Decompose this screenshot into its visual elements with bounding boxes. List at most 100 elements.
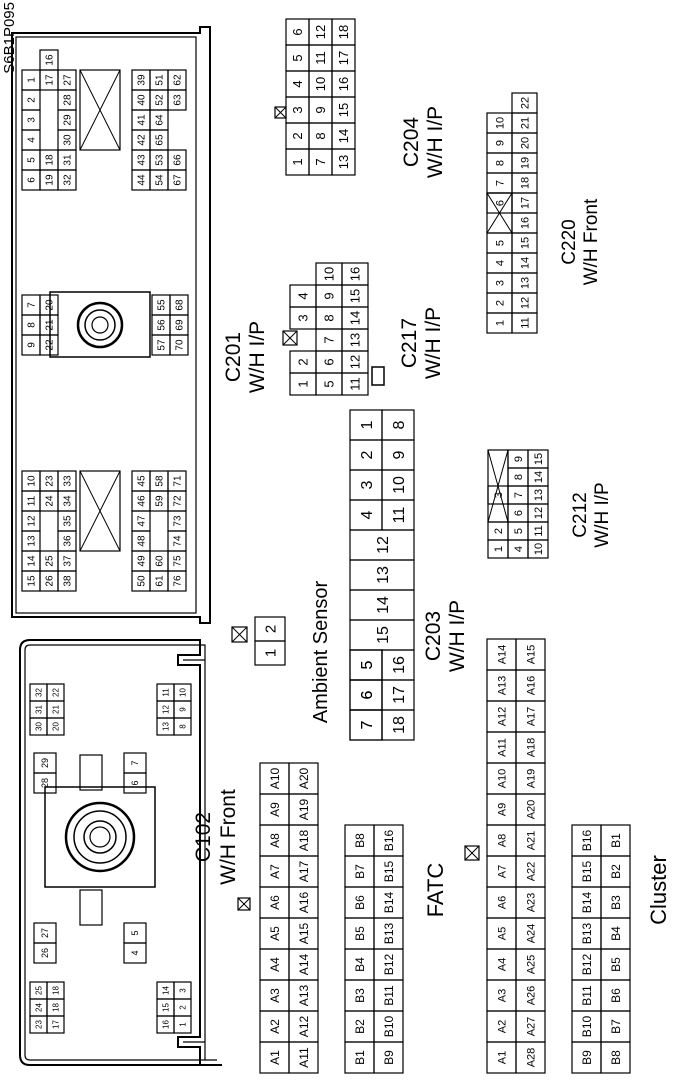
pin-cell — [331, 18, 356, 46]
pin-label: 11 — [348, 377, 363, 391]
pin-label: 27 — [63, 74, 74, 86]
pin-label: 15 — [336, 103, 351, 117]
pin-label: 9 — [178, 707, 187, 712]
pin-label: 1 — [178, 1022, 187, 1027]
pin-label: A17 — [525, 707, 537, 727]
c203-title: C203 — [422, 611, 445, 661]
pin-label: A14 — [297, 954, 311, 976]
c201-title: C201 — [222, 332, 245, 382]
pin-label: A28 — [525, 1048, 537, 1068]
c102-subtitle: W/H Front — [217, 789, 240, 885]
c220-title: C220 — [559, 219, 580, 264]
pin-label: 68 — [175, 299, 186, 311]
pin-label: 11 — [313, 51, 328, 65]
pin-label: 15 — [161, 1003, 170, 1012]
pin-label: 3 — [27, 117, 38, 123]
pin-label: 2 — [262, 625, 279, 633]
pin-label: 1 — [27, 77, 38, 83]
pin-label: 8 — [178, 724, 187, 729]
pin-label: A7 — [496, 865, 508, 878]
pin-label: 76 — [173, 575, 184, 587]
pin-label: 1 — [262, 649, 279, 657]
pin-label: B2 — [609, 864, 623, 879]
pin-label: 37 — [63, 555, 74, 567]
pin-label: 49 — [137, 555, 148, 567]
connector-ambient-sensor: 1 2 Ambient Sensor — [231, 581, 332, 724]
c201-bolt — [76, 301, 124, 349]
pin-label: 3 — [290, 106, 305, 113]
pin-label: 18 — [391, 716, 408, 734]
pin-label: 1 — [290, 158, 305, 165]
pin-label: A2 — [496, 1020, 508, 1033]
figure-code: S6B1P095 — [1, 2, 18, 74]
pin-label: A9 — [496, 803, 508, 816]
ambient-title: Ambient Sensor — [310, 581, 332, 724]
pin-label: 31 — [34, 705, 43, 714]
pin-label: B5 — [353, 926, 367, 941]
pin-label: 4 — [359, 510, 376, 519]
c217-subtitle: W/H I/P — [422, 307, 445, 379]
pin-label: 25 — [34, 986, 43, 995]
pin-cell — [254, 616, 286, 642]
pin-cell — [46, 981, 65, 1000]
pin-label: 15 — [533, 453, 545, 465]
pin-label: B6 — [353, 895, 367, 910]
pin-label: 35 — [63, 515, 74, 527]
pin-label: 14 — [375, 596, 392, 614]
pin-cell — [515, 638, 546, 671]
pin-label: A9 — [268, 802, 282, 817]
pin-label: 16 — [45, 54, 56, 66]
c201-subtitle: W/H I/P — [246, 321, 269, 393]
pin-label: 71 — [173, 475, 184, 487]
pin-label: 42 — [137, 134, 148, 146]
pin-label: 67 — [173, 174, 184, 186]
pin-label: 23 — [45, 475, 56, 487]
pin-label: 10 — [533, 543, 545, 555]
pin-label: 5 — [322, 380, 337, 387]
pin-label: 10 — [178, 688, 187, 697]
pin-label: B12 — [580, 954, 594, 976]
pin-label: 8 — [27, 322, 38, 328]
pin-label: 6 — [359, 690, 376, 699]
pin-label: B8 — [609, 1050, 623, 1065]
pin-label: 6 — [130, 780, 140, 785]
pin-label: 1 — [296, 380, 311, 387]
pin-label: B16 — [580, 830, 594, 852]
pin-label: 45 — [137, 475, 148, 487]
pin-label: 19 — [45, 174, 56, 186]
pin-label: 74 — [173, 535, 184, 547]
pin-label: 1 — [359, 420, 376, 429]
pin-label: B10 — [580, 1016, 594, 1038]
pin-label: B5 — [609, 957, 623, 972]
pin-label: 7 — [130, 760, 140, 765]
pin-label: B11 — [382, 985, 396, 1006]
pin-label: 14 — [336, 129, 351, 143]
pin-label: 12 — [27, 515, 38, 527]
pin-cell — [167, 149, 187, 171]
pin-label: 8 — [494, 160, 506, 166]
pin-label: A4 — [496, 958, 508, 971]
pin-label: A8 — [268, 833, 282, 848]
pin-label: 16 — [348, 267, 363, 281]
c102-title: C102 — [192, 812, 215, 862]
pin-label: 69 — [175, 319, 186, 331]
pin-label: A10 — [496, 769, 508, 789]
pin-label: A23 — [525, 893, 537, 913]
pin-label: 21 — [519, 117, 531, 129]
pin-cell — [46, 683, 65, 702]
pin-label: B15 — [382, 861, 396, 883]
pin-label: 11 — [519, 317, 531, 328]
pin-label: 8 — [391, 420, 408, 429]
c212-title: C212 — [570, 492, 591, 537]
pin-label: 9 — [27, 342, 38, 348]
c217-title: C217 — [398, 318, 421, 368]
pin-label: B3 — [609, 895, 623, 910]
pin-label: A26 — [525, 986, 537, 1006]
pin-label: 8 — [322, 314, 337, 321]
connector-c102: 2324251718181615141232627452829673031322… — [19, 639, 251, 1066]
pin-label: 29 — [40, 758, 50, 768]
pin-label: A11 — [496, 738, 508, 757]
pin-label: 57 — [157, 339, 168, 351]
